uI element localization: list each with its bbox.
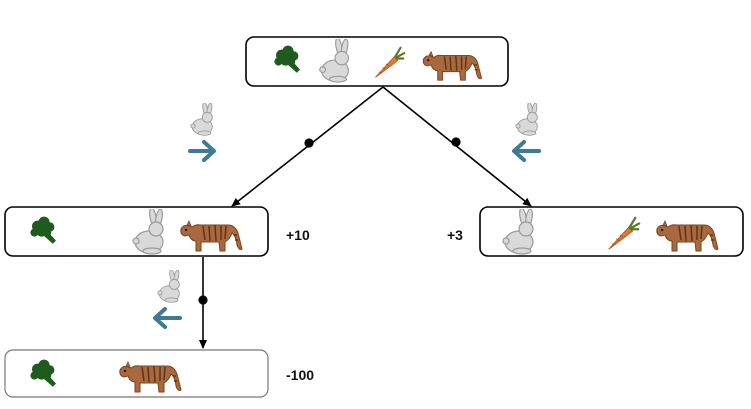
action-left xyxy=(188,103,216,162)
reward-left: +10 xyxy=(286,227,310,243)
reward-right: +3 xyxy=(447,227,463,243)
rabbit-icon xyxy=(515,103,539,136)
edge-left-to-bottom-node xyxy=(198,295,208,305)
state-bottom: -100 xyxy=(4,349,314,398)
rabbit-icon xyxy=(157,270,181,303)
edge-root-to-left-node xyxy=(304,138,314,148)
action-right xyxy=(512,103,541,162)
action-down xyxy=(153,270,182,329)
tree-edges xyxy=(198,86,532,349)
state-root xyxy=(245,36,509,87)
reward-bottom: -100 xyxy=(286,367,314,383)
rabbit-icon xyxy=(190,103,214,136)
state-left: +10 xyxy=(4,206,310,257)
edge-root-to-right xyxy=(382,86,532,207)
arrow-left-icon xyxy=(512,140,541,162)
state-left-box xyxy=(4,206,269,257)
arrow-left-icon xyxy=(153,307,182,329)
arrow-right-icon xyxy=(188,140,216,162)
state-right: +3 xyxy=(447,206,744,257)
edge-root-to-right-node xyxy=(451,137,461,147)
